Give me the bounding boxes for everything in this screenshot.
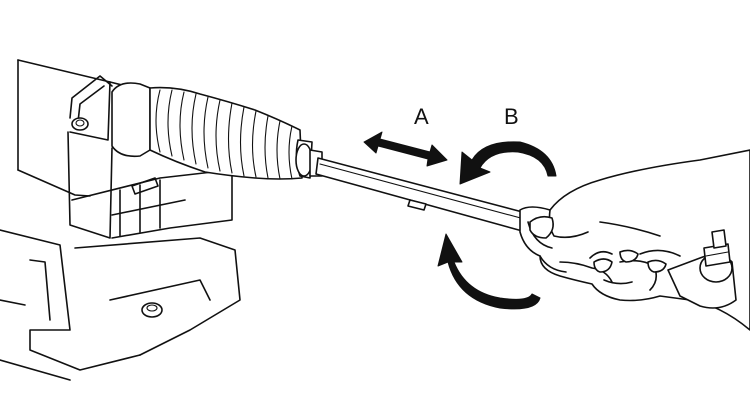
tie-rod-end <box>667 229 737 309</box>
bench-vise <box>0 59 241 381</box>
arrow-b-rotation-icon <box>437 141 557 310</box>
tie-rod <box>315 157 531 233</box>
label-b: B <box>504 104 519 129</box>
label-a: A <box>414 104 429 129</box>
steering-rack-boot <box>111 82 323 180</box>
arrow-a-axial-icon <box>363 131 448 167</box>
